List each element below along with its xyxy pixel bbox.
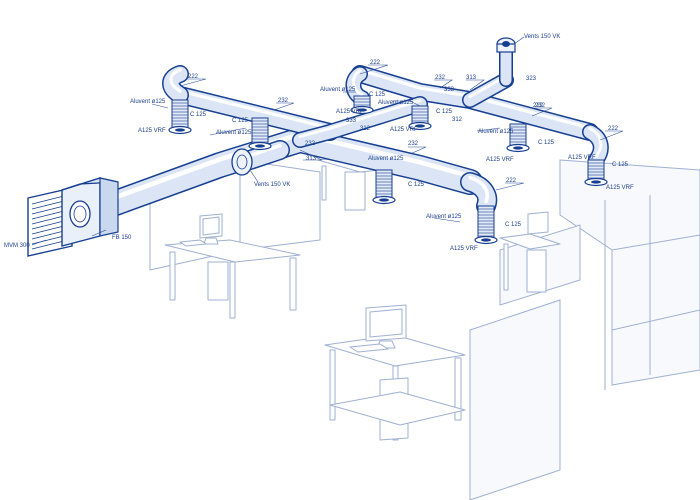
label-fb: FB 150 xyxy=(112,235,132,241)
label-c125: C 125 xyxy=(190,112,207,118)
flex-duct-1 xyxy=(168,99,192,135)
diffuser-a125vrf xyxy=(168,125,192,135)
label-222: 222 xyxy=(188,74,199,80)
diffuser-a125vrf xyxy=(372,195,396,205)
label-aluvent: Aluvent ø125 xyxy=(426,214,462,220)
flex-duct-3 xyxy=(350,95,374,115)
label-a125vrf: A125 VRF xyxy=(390,127,418,133)
labels: Vents 150 VK Vents 150 VK MVM 300 FB 150… xyxy=(4,34,634,252)
flex-duct-2 xyxy=(248,117,272,151)
label-232: 232 xyxy=(435,75,446,81)
label-mvm: MVM 300 xyxy=(4,243,30,249)
desk-right xyxy=(499,211,561,293)
vents-150vk-top-fan xyxy=(496,37,516,87)
label-c125: C 125 xyxy=(538,140,555,146)
label-222: 222 xyxy=(370,60,381,66)
label-312: 312 xyxy=(360,126,371,132)
label-a125vrf: A125 VRF xyxy=(606,185,634,191)
label-aluvent: Aluvent ø125 xyxy=(216,130,252,136)
vents-150vk-mid-fan xyxy=(231,148,253,176)
label-c125: C 125 xyxy=(232,118,249,124)
flex-duct-7 xyxy=(372,169,396,205)
diffuser-a125vrf xyxy=(584,177,608,187)
label-222: 222 xyxy=(533,103,544,109)
label-aluvent: Aluvent ø125 xyxy=(130,99,166,105)
label-222: 222 xyxy=(506,178,517,184)
branch-duct-right xyxy=(351,65,599,141)
branch-duct-left xyxy=(171,86,339,141)
elbow-lower-right xyxy=(460,172,498,216)
label-323: 323 xyxy=(526,76,537,82)
diffuser-a125vrf xyxy=(474,235,498,245)
label-a125vrf: A125 VRF xyxy=(486,157,514,163)
label-a125vrf: A125 VRF xyxy=(568,155,596,161)
label-a125vrf: A125 VRF xyxy=(138,128,166,134)
label-312: 312 xyxy=(452,117,463,123)
vents-mid-duct xyxy=(240,140,290,170)
cross-connector xyxy=(292,96,428,148)
label-222: 222 xyxy=(608,126,619,132)
label-313: 313 xyxy=(306,156,317,162)
label-c125: C 125 xyxy=(436,109,453,115)
label-232: 232 xyxy=(305,141,316,147)
diffuser-a125vrf xyxy=(248,141,272,151)
duct-network xyxy=(97,65,609,218)
label-a125vrf: A125 VRF xyxy=(450,246,478,252)
label-vents-top: Vents 150 VK xyxy=(524,34,560,40)
elbow-left-top xyxy=(162,65,189,104)
label-c125: C 125 xyxy=(408,182,425,188)
label-c125: C 125 xyxy=(505,222,522,228)
flex-duct-4 xyxy=(408,105,432,131)
label-aluvent: Aluvent ø125 xyxy=(368,156,404,162)
desk-center xyxy=(324,304,466,441)
flex-duct-6 xyxy=(584,159,608,187)
label-c125: C 125 xyxy=(369,92,386,98)
flex-duct-5 xyxy=(506,123,530,153)
diffuser-a125vrf xyxy=(350,105,374,115)
label-232: 232 xyxy=(408,141,419,147)
mvm-unit xyxy=(27,177,119,257)
flexible-ducts xyxy=(168,95,608,245)
label-232: 232 xyxy=(278,98,289,104)
elbow-right xyxy=(582,124,609,168)
label-aluvent: Aluvent ø125 xyxy=(320,87,356,93)
label-a125vrf: A125 VRF xyxy=(336,109,364,115)
label-333: 333 xyxy=(444,87,455,93)
label-aluvent: Aluvent ø125 xyxy=(478,129,514,135)
label-333: 333 xyxy=(346,118,357,124)
label-aluvent: Aluvent ø125 xyxy=(378,100,414,106)
elbow-top-center xyxy=(345,66,370,106)
label-313: 313 xyxy=(466,75,477,81)
flex-duct-8 xyxy=(474,205,498,245)
diffuser-a125vrf xyxy=(506,143,530,153)
desk-left xyxy=(164,213,301,319)
leader-lines xyxy=(31,36,624,246)
office-background xyxy=(149,146,700,500)
diffuser-a125vrf xyxy=(408,121,432,131)
label-232: 232 xyxy=(535,103,546,109)
label-c125: C 125 xyxy=(612,162,629,168)
label-vents-mid: Vents 150 VK xyxy=(254,182,290,188)
